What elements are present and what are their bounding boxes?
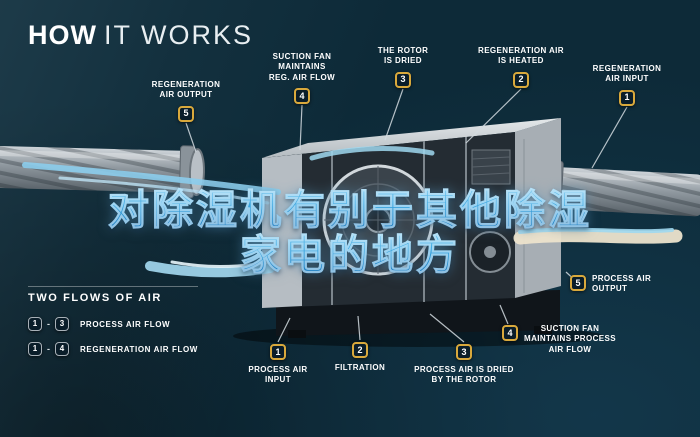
callout-label: REGENERATION AIR OUTPUT xyxy=(151,80,221,100)
callout-suction-fan-reg: SUCTION FAN MAINTAINS REG. AIR FLOW 4 xyxy=(247,52,357,105)
leader-lines xyxy=(185,88,628,343)
step-badge-2-process: 2 xyxy=(352,342,368,358)
callout-process-air-input: 1 PROCESS AIR INPUT xyxy=(223,344,333,386)
legend-dash: - xyxy=(47,319,50,329)
step-badge-2-regeneration: 2 xyxy=(513,71,529,88)
callout-process-air-output: 5 PROCESS AIR OUTPUT xyxy=(570,274,680,295)
legend-dash: - xyxy=(47,344,50,354)
legend-label-process: PROCESS AIR FLOW xyxy=(80,319,171,329)
legend-label-regeneration: REGENERATION AIR FLOW xyxy=(80,344,198,354)
legend-badge-from: 1 xyxy=(28,342,42,356)
callout-process-air-dried: 3 PROCESS AIR IS DRIED BY THE ROTOR xyxy=(409,344,519,386)
machine-top-panel xyxy=(262,118,561,158)
airflow-process xyxy=(513,229,683,245)
legend-badge-to: 3 xyxy=(55,317,69,331)
legend-row-process: 1 - 3 PROCESS AIR FLOW xyxy=(28,317,198,331)
title-it-works: IT WORKS xyxy=(103,20,253,50)
callout-label: FILTRATION xyxy=(334,363,386,372)
step-badge-5-regeneration: 5 xyxy=(178,105,194,122)
step-badge-5-process: 5 xyxy=(570,275,586,291)
overlay-text-line2: 家电的地方 xyxy=(0,221,700,281)
step-badge-3-process: 3 xyxy=(456,344,472,360)
callout-label: PROCESS AIR IS DRIED BY THE ROTOR xyxy=(414,365,514,385)
airflow-streams xyxy=(22,146,683,278)
airflow-output-left xyxy=(145,261,275,278)
step-badge-4-process: 4 xyxy=(502,325,518,341)
title-how: HOW xyxy=(28,20,97,50)
callout-label: SUCTION FAN MAINTAINS PROCESS AIR FLOW xyxy=(524,324,616,354)
airflow-regeneration xyxy=(22,162,281,195)
step-badge-3-regeneration: 3 xyxy=(395,71,411,88)
step-badge-4-regeneration: 4 xyxy=(294,88,310,105)
callout-label: SUCTION FAN MAINTAINS REG. AIR FLOW xyxy=(268,52,336,82)
callout-regeneration-air-input: REGENERATION AIR INPUT 1 xyxy=(572,64,682,106)
legend-heading: TWO FLOWS OF AIR xyxy=(28,286,198,304)
step-badge-1-regeneration: 1 xyxy=(619,89,635,106)
step-badge-1-process: 1 xyxy=(270,344,286,360)
legend-row-regeneration: 1 - 4 REGENERATION AIR FLOW xyxy=(28,342,198,356)
machine-side-panel xyxy=(515,118,561,298)
callout-label: PROCESS AIR OUTPUT xyxy=(592,274,652,294)
legend-badge-to: 4 xyxy=(55,342,69,356)
callout-label: REGENERATION AIR INPUT xyxy=(592,64,662,84)
callout-label: PROCESS AIR INPUT xyxy=(248,365,308,385)
callout-regeneration-air-heated: REGENERATION AIR IS HEATED 2 xyxy=(466,46,576,88)
callout-rotor-dried: THE ROTOR IS DRIED 3 xyxy=(348,46,458,88)
overlay-text-line1: 对除湿机有别于其他除湿 xyxy=(0,176,700,236)
callout-suction-fan-process: 4 SUCTION FAN MAINTAINS PROCESS AIR FLOW xyxy=(502,324,622,355)
legend-badge-from: 1 xyxy=(28,317,42,331)
callout-filtration: 2 FILTRATION xyxy=(305,342,415,373)
callout-label: REGENERATION AIR IS HEATED xyxy=(478,46,564,66)
legend-two-flows: TWO FLOWS OF AIR 1 - 3 PROCESS AIR FLOW … xyxy=(28,286,198,367)
callout-regeneration-air-output: REGENERATION AIR OUTPUT 5 xyxy=(131,80,241,122)
callout-label: THE ROTOR IS DRIED xyxy=(377,46,429,66)
